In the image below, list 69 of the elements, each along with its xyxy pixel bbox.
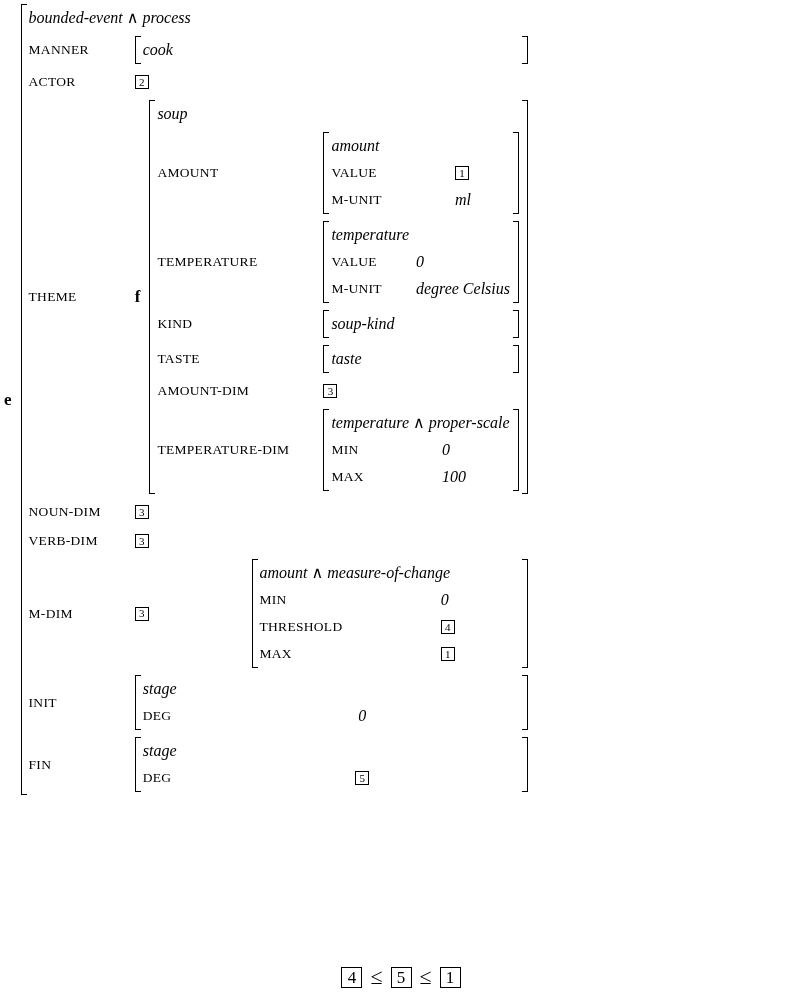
type-label: soup — [157, 104, 189, 125]
attribute-name: MIN — [259, 591, 288, 609]
type-label: stage — [142, 741, 178, 762]
attribute-name: MAX — [331, 468, 365, 486]
attribute-value-matrix — [149, 100, 528, 494]
attribute-name: M-DIM — [28, 604, 74, 623]
attribute-name: DEG — [142, 707, 173, 725]
attribute-name: VERB-DIM — [28, 532, 99, 550]
attribute-value-matrix — [323, 345, 519, 373]
type-label: soup-kind — [331, 314, 396, 335]
tag-box: 4 — [341, 966, 363, 988]
tag-box: 3 — [134, 534, 149, 548]
value-text: ml — [454, 190, 472, 210]
tag-box: 3 — [134, 606, 149, 621]
type-label: taste — [331, 349, 363, 369]
attribute-name: DEG — [142, 769, 173, 787]
attribute-name: VALUE — [331, 253, 378, 271]
attribute-name: M-UNIT — [331, 191, 383, 209]
attribute-name: KIND — [157, 315, 194, 333]
type-label: temperature ∧ proper-scale — [331, 413, 510, 434]
attribute-name: VALUE — [331, 164, 378, 182]
tag-box: 3 — [323, 384, 338, 398]
value-text: 100 — [441, 467, 467, 487]
attribute-value-matrix — [134, 36, 528, 64]
attribute-name: MIN — [331, 441, 360, 459]
value-text: 0 — [440, 590, 450, 610]
value-text: 0 — [358, 706, 368, 726]
value-text: 0 — [441, 440, 451, 460]
type-label: stage — [142, 679, 178, 700]
type-label: temperature — [331, 225, 410, 246]
type-label: bounded-event ∧ process — [28, 8, 192, 29]
attribute-name: INIT — [28, 693, 58, 712]
tag-box: 5 — [355, 771, 370, 785]
tag-box: 1 — [439, 966, 461, 988]
type-label: amount — [331, 136, 381, 156]
attribute-name: MANNER — [28, 41, 90, 59]
tag-box: 2 — [134, 75, 149, 89]
attribute-name: FIN — [28, 755, 53, 774]
relation-symbol: ≤ — [419, 964, 432, 990]
attribute-name: MAX — [259, 645, 293, 663]
value-text: 0 — [415, 252, 425, 272]
attribute-value-matrix — [251, 559, 528, 668]
attribute-value-matrix — [323, 310, 519, 338]
attribute-name: AMOUNT — [157, 164, 220, 182]
attribute-value-matrix — [134, 737, 528, 792]
matrix-label: e — [4, 389, 12, 410]
attribute-value-matrix — [323, 132, 519, 214]
relation-symbol: ≤ — [370, 964, 383, 990]
attribute-name: THEME — [28, 288, 78, 306]
attribute-value-matrix — [134, 675, 528, 730]
type-label: cook — [142, 40, 174, 60]
tag-box: 1 — [454, 166, 469, 180]
attribute-name: ACTOR — [28, 73, 77, 91]
matrix-label: f — [134, 286, 141, 308]
attribute-name: TEMPERATURE-DIM — [157, 441, 290, 459]
tag-box: 3 — [134, 505, 149, 519]
attribute-name: TASTE — [157, 350, 201, 368]
attribute-name: THRESHOLD — [259, 618, 344, 636]
attribute-name: NOUN-DIM — [28, 503, 101, 521]
tag-box: 4 — [440, 620, 455, 634]
attribute-name: AMOUNT-DIM — [157, 382, 251, 400]
type-label: amount ∧ measure-of-change — [259, 563, 452, 584]
attribute-name: M-UNIT — [331, 280, 382, 298]
attribute-value-matrix — [323, 409, 519, 491]
attribute-name: TEMPERATURE — [157, 253, 259, 271]
value-text: degree Celsius — [415, 279, 510, 300]
tag-box: 5 — [390, 966, 412, 988]
tag-box: 1 — [440, 647, 455, 661]
attribute-value-matrix — [323, 221, 519, 303]
